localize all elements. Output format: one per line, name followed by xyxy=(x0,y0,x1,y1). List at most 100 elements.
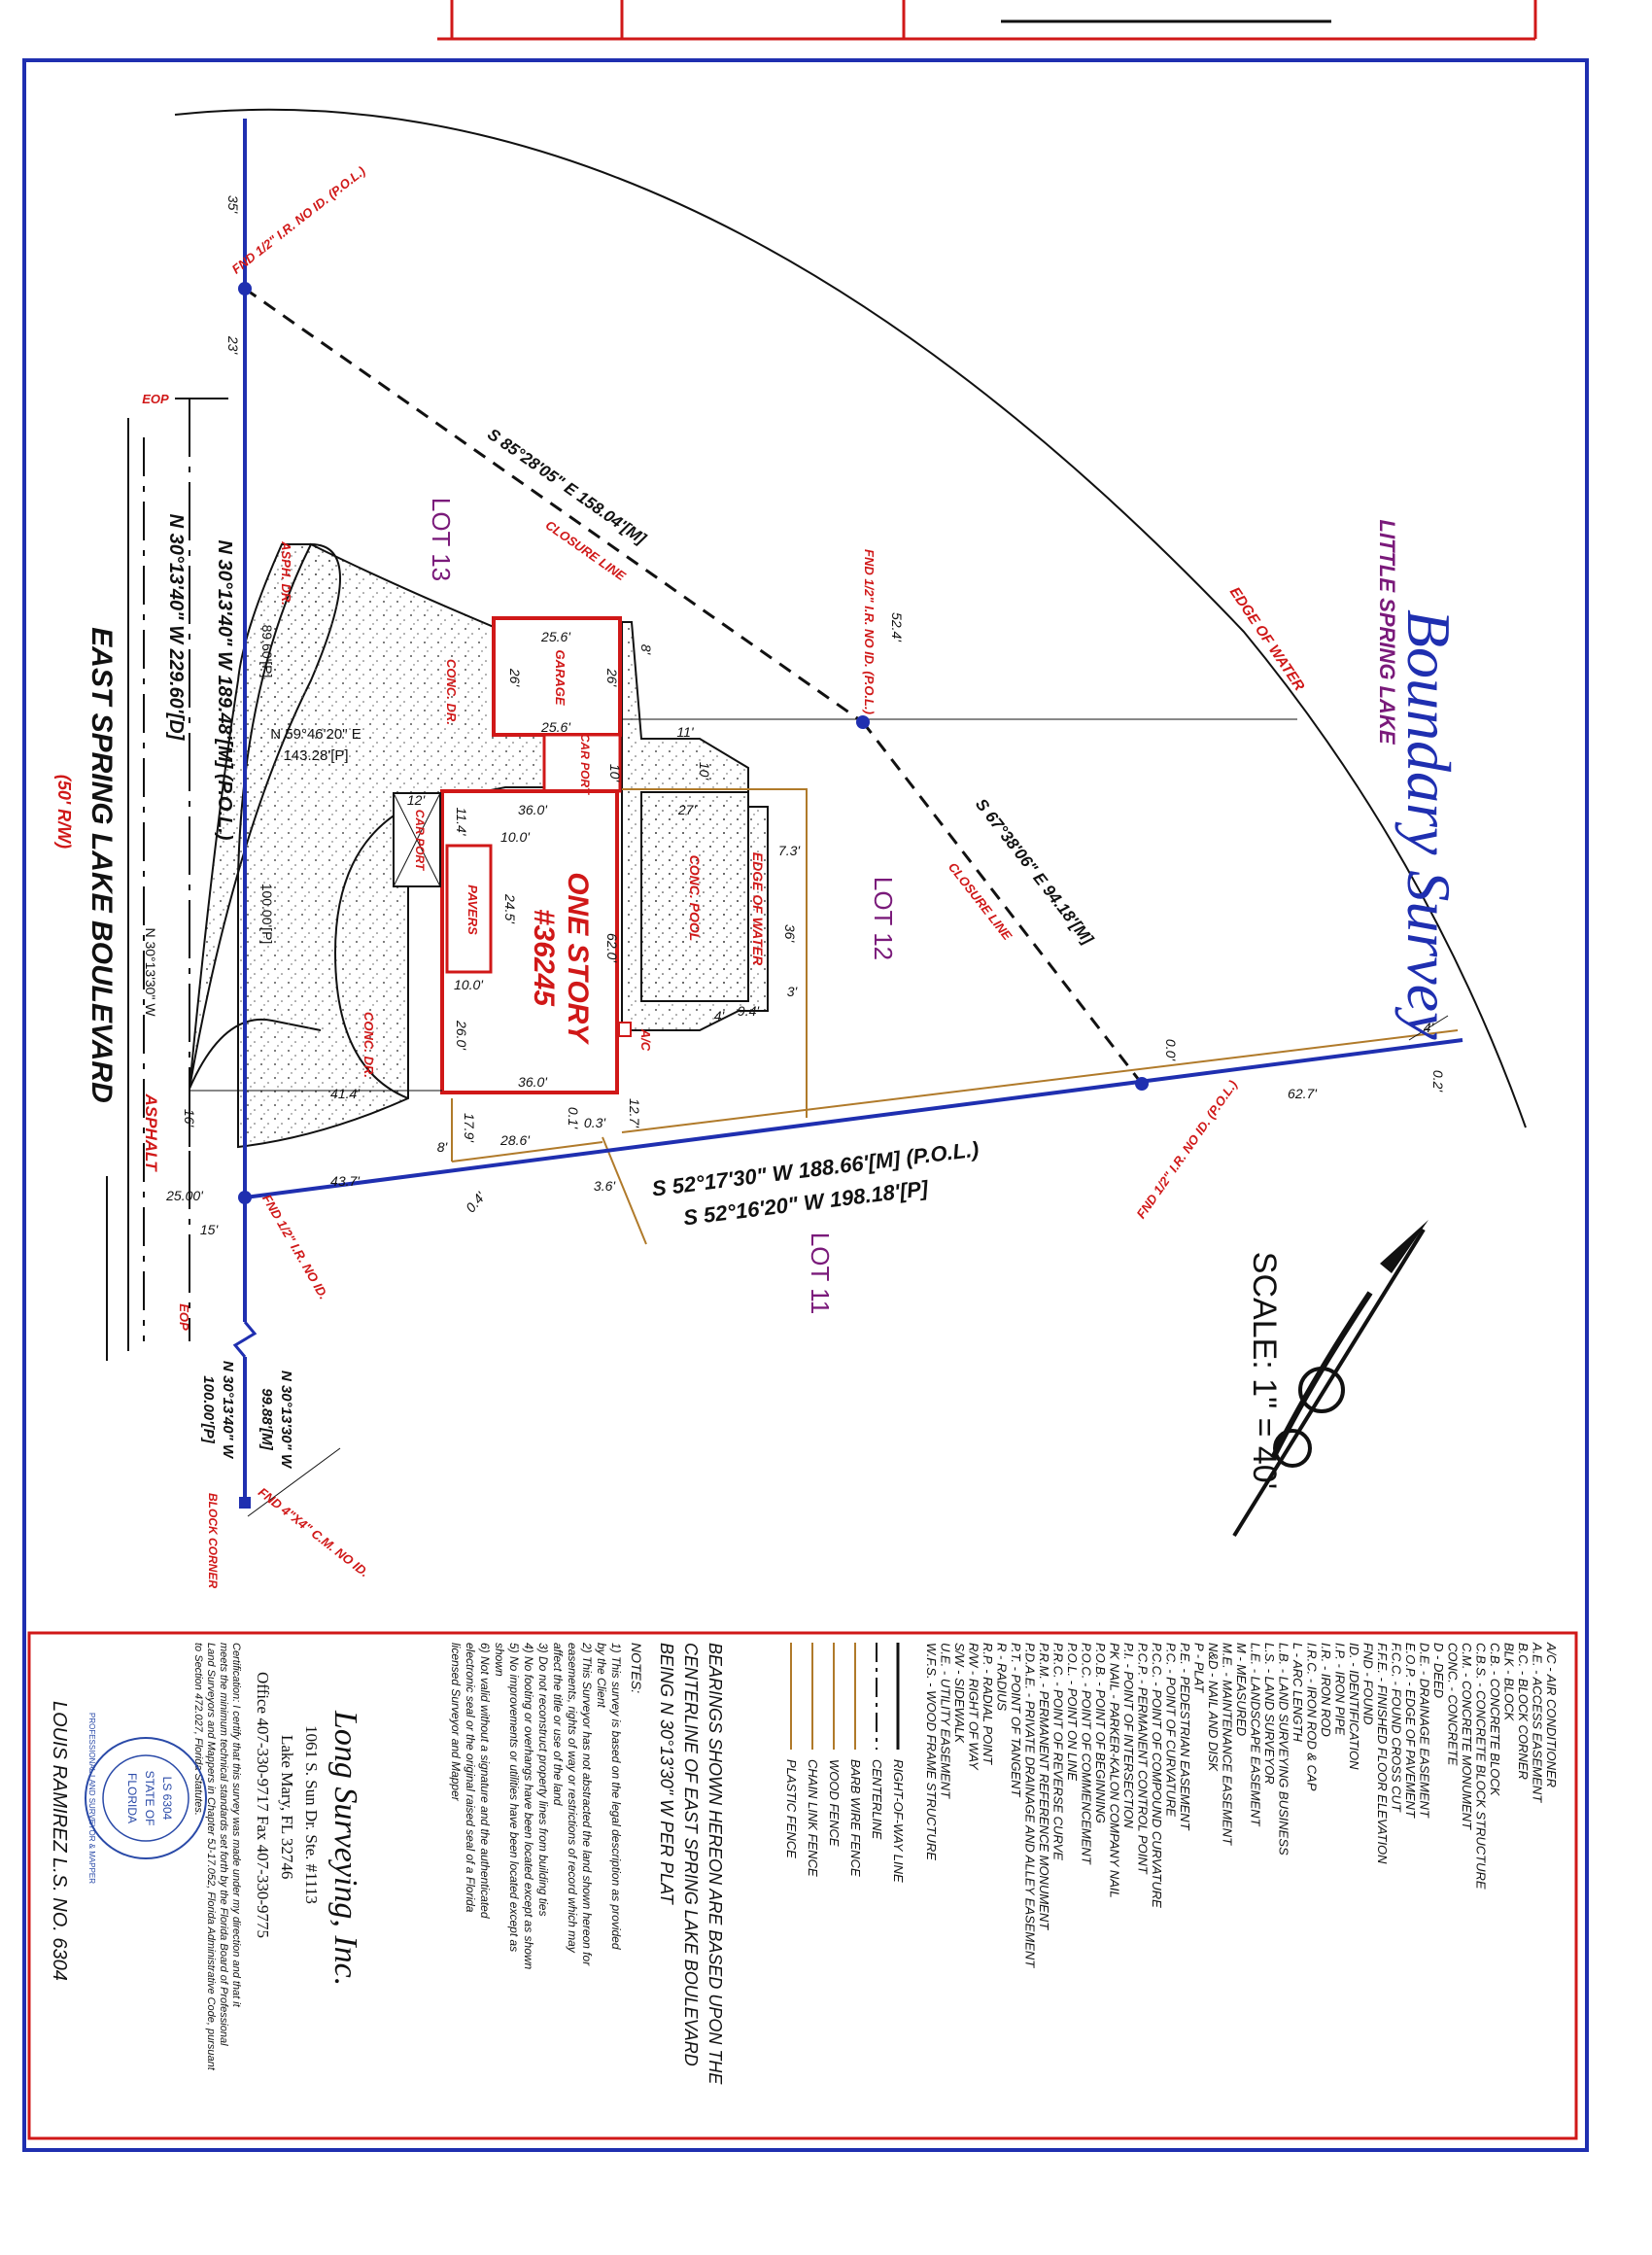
monument-3-label: FND 1/2" I.R. NO ID. (P.O.L.) xyxy=(1133,1078,1240,1222)
lot-13-label: LOT 13 xyxy=(427,498,456,581)
monument-closure xyxy=(856,715,870,729)
conc-dr-2-label: CONC. DR. xyxy=(361,1012,376,1078)
pool-water-label: EDGE OF WATER xyxy=(750,852,766,966)
dim: 0.3' xyxy=(584,1115,606,1130)
boundary-lines xyxy=(232,119,1463,1502)
dim: 11.4' xyxy=(454,808,469,837)
legend-item: L.S. - LAND SURVEYOR xyxy=(1262,1643,1277,1785)
legend-item: P.E. - PEDESTRIAN EASEMENT xyxy=(1178,1643,1192,1831)
seal-state: STATE OF xyxy=(143,1771,156,1826)
course-ne-p: 143.28'[P] xyxy=(283,747,348,764)
legend-item: S/W - SIDEWALK xyxy=(952,1643,967,1744)
legend-item: P.D.A.E. - PRIVATE DRAINAGE AND ALLEY EA… xyxy=(1023,1643,1038,1968)
lake-label: LITTLE SPRING LAKE xyxy=(1375,520,1399,746)
lot-11-label: LOT 11 xyxy=(806,1232,835,1314)
dim: 25.6' xyxy=(540,629,571,644)
note-line: by the Client xyxy=(595,1643,608,1708)
dim: 27' xyxy=(677,802,698,817)
legend-item: C.M. - CONCRETE MONUMENT xyxy=(1460,1643,1474,1830)
legend-item: B.C. - BLOCK CORNER xyxy=(1516,1643,1531,1780)
legend-item: E.O.P. - EDGE OF PAVEMENT xyxy=(1403,1643,1418,1819)
pavers-label: PAVERS xyxy=(465,885,480,935)
legend-item: P.O.C. - POINT OF COMMENCEMENT xyxy=(1080,1643,1094,1865)
dim: 4' xyxy=(1424,1020,1435,1035)
course-nw-m: N 30°13'40" W 189.48'[M] (P.O.L.) xyxy=(214,540,235,841)
eop-1-label: EOP xyxy=(142,392,169,406)
fence-lines xyxy=(451,788,1459,1245)
dimension-labels: 35' 23' 25.00' 15' 16' 41.4' 43.7' 25.6'… xyxy=(165,195,1446,1237)
legend-item: F.F.E. - FINISHED FLOOR ELEVATION xyxy=(1375,1643,1390,1864)
dim: 11' xyxy=(676,724,695,740)
sheet-border xyxy=(22,58,1589,2152)
monument-5-label: FND 4"X4" C.M. NO ID. xyxy=(256,1484,372,1579)
tie-lines xyxy=(189,718,1449,1517)
certification-line: meets the minimum technical standards se… xyxy=(218,1643,229,2046)
legend-item: R/W - RIGHT OF WAY xyxy=(967,1643,981,1771)
note-line: 4) No footing or overhangs have been loc… xyxy=(522,1643,535,1970)
line-legend-item: BARB WIRE FENCE xyxy=(848,1759,863,1877)
company-address-2: Lake Mary, FL 32746 xyxy=(278,1735,296,1879)
company-name: Long Surveying, Inc. xyxy=(327,1710,363,1986)
note-line: 1) This survey is based on the legal des… xyxy=(609,1643,623,1950)
dim: 36.0' xyxy=(518,802,548,817)
legend-item: P.O.B. - POINT OF BEGINNING xyxy=(1093,1643,1108,1823)
bearings-note-1: BEARINGS SHOWN HEREON ARE BASED UPON THE xyxy=(706,1643,725,2085)
conc-drive-loop xyxy=(333,806,409,1099)
legend-item: A/C - AIR CONDITIONER xyxy=(1544,1642,1559,1787)
surveyor-seal: LS 6304 STATE OF FLORIDA PROFESSIONAL LA… xyxy=(85,1713,207,1884)
legend-item: P.C.C. - POINT OF COMPOUND CURVATURE xyxy=(1150,1643,1164,1908)
centerline-course: N 30°13'30" W xyxy=(143,927,158,1017)
dim: 62.0' xyxy=(604,933,620,963)
dim: 36' xyxy=(782,924,798,944)
line-legend-item: RIGHT-OF-WAY LINE xyxy=(891,1759,906,1883)
course-ext-1-m: 99.88'[M] xyxy=(258,1388,275,1451)
dim: 10' xyxy=(607,764,623,783)
note-line: 3) Do not reconstruct property lines fro… xyxy=(536,1643,550,1916)
note-line: 2) This Surveyor has not abstracted the … xyxy=(580,1642,594,1966)
note-line: affect the title or use of the land xyxy=(551,1643,565,1806)
pool xyxy=(640,791,749,1002)
dim: 10.0' xyxy=(500,829,531,845)
dim-89: 89.60'[P] xyxy=(259,625,275,678)
dim: 26.0' xyxy=(454,1020,469,1051)
legend-item: D - DEED xyxy=(1431,1643,1446,1698)
eop-2-label: EOP xyxy=(177,1303,191,1331)
bearings-note-3: BEING N 30°13'30" W PER PLAT xyxy=(657,1643,676,1906)
dim: 17.9' xyxy=(462,1113,477,1143)
seal-ls: LS 6304 xyxy=(160,1777,174,1821)
seal-ring: PROFESSIONAL LAND SURVEYOR & MAPPER xyxy=(87,1713,96,1884)
monument-2-label: FND 1/2" I.R. NO ID. (P.O.L.) xyxy=(862,549,877,714)
legend-item: L.B. - LAND SURVEYING BUSINESS xyxy=(1277,1643,1291,1856)
monument-nw xyxy=(238,282,252,295)
carport-2-label: CAR PORT xyxy=(413,810,427,872)
lake-edge-line xyxy=(174,108,1527,1128)
legend-item: P.C.P. - PERMANENT CONTROL POINT xyxy=(1136,1643,1151,1875)
line-legend-item: PLASTIC FENCE xyxy=(784,1759,799,1858)
legend-item: P - PLAT xyxy=(1192,1643,1207,1693)
dim: 23' xyxy=(225,335,241,356)
dim: 10.0' xyxy=(454,977,484,992)
dim: 52.4' xyxy=(889,612,905,642)
legend-item: P.C. - POINT OF CURVATURE xyxy=(1164,1643,1179,1817)
closure-lines xyxy=(244,287,1144,1085)
legend-item: R.P. - RADIAL POINT xyxy=(981,1643,995,1765)
bearings-note-2: CENTERLINE OF EAST SPRING LAKE BOULEVARD xyxy=(681,1643,701,2066)
course-ext-2-p: 100.00'[P] xyxy=(200,1375,217,1443)
dim: 8' xyxy=(638,644,654,656)
legend-item: P.R.C. - POINT OF REVERSE CURVE xyxy=(1051,1643,1066,1860)
survey-title: Boundary Survey xyxy=(1394,609,1463,1040)
road-row: (50' R/W) xyxy=(54,775,74,849)
legend-item: ID. - IDENTIFICATION xyxy=(1347,1643,1361,1770)
dim: 15' xyxy=(200,1222,220,1237)
course-nw-d: N 30°13'40" W 229.60'[D] xyxy=(165,514,187,742)
course-ext-1: N 30°13'30" W xyxy=(278,1370,294,1470)
top-fragment xyxy=(437,0,1537,41)
dim: 62.7' xyxy=(1288,1086,1318,1101)
note-line: electronic seal or the original raised s… xyxy=(464,1643,477,1913)
note-line: easements, rights of way or restrictions… xyxy=(566,1643,579,1954)
note-line: 6) Not valid without a signature and the… xyxy=(478,1643,492,1919)
legend-item: N&D - NAIL AND DISK xyxy=(1206,1643,1221,1773)
dim: 3' xyxy=(787,984,799,999)
